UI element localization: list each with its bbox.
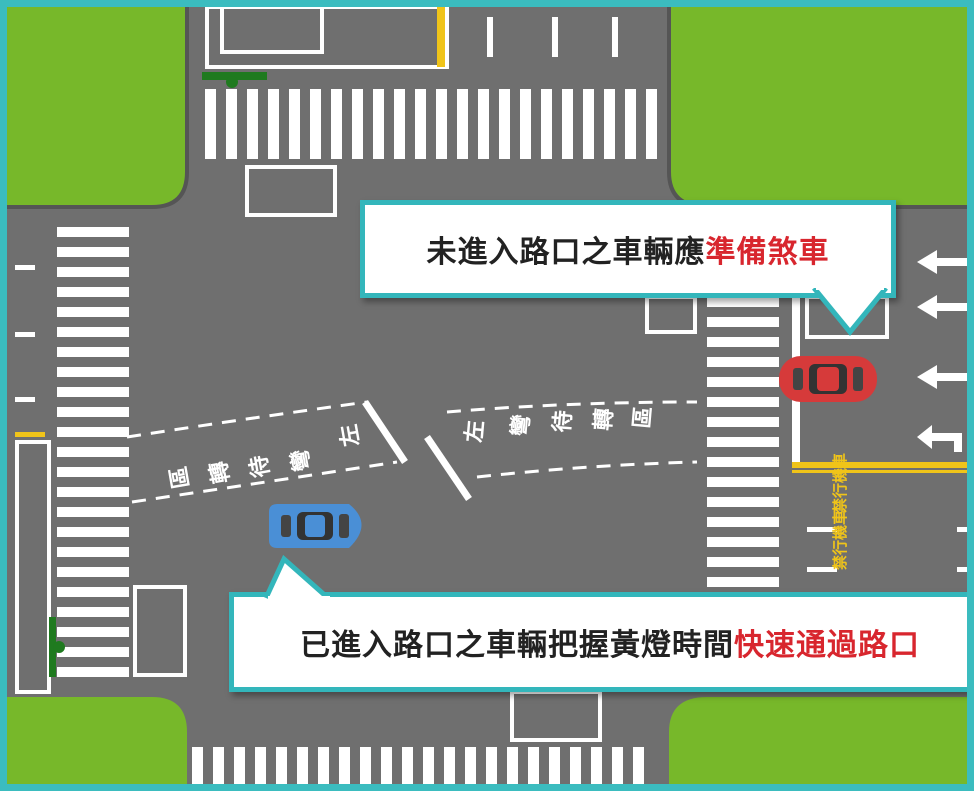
grass-top-left <box>7 7 187 207</box>
crosswalk-bottom <box>192 747 644 784</box>
wait-zone-left-char-1: 彎 <box>287 447 315 473</box>
wait-zone-left-char-4: 區 <box>166 464 194 490</box>
crosswalk-left <box>57 227 129 677</box>
callout-top-highlight: 準備煞車 <box>705 235 830 270</box>
grass-top-right <box>669 7 967 207</box>
lane-arrows <box>917 250 967 452</box>
callout-bottom-highlight: 快速通過路口 <box>734 628 920 663</box>
left-turn-wait-zone-left <box>126 400 408 504</box>
callout-bottom-tail <box>263 555 330 600</box>
callout-bottom-text: 已進入路口之車輛把握黃燈時間 <box>300 628 734 663</box>
wait-zone-right-char-1: 彎 <box>508 413 535 437</box>
left-turn-wait-zone-right <box>424 400 698 501</box>
callout-top-text: 未進入路口之車輛應 <box>426 235 706 270</box>
wait-zone-left-char-3: 轉 <box>205 459 234 485</box>
wait-zone-left-char-0: 左 <box>335 422 364 448</box>
grass-bottom-right <box>669 697 967 784</box>
wait-zone-right-char-4: 區 <box>630 405 657 429</box>
red-car <box>779 356 877 402</box>
crosswalk-right <box>707 297 779 587</box>
wait-zone-left-char-2: 待 <box>245 453 274 479</box>
grass-bottom-left <box>7 697 187 784</box>
callout-top-tail <box>812 288 888 336</box>
wait-zone-right-char-0: 左 <box>461 419 489 443</box>
callout-bottom: 已進入路口之車輛把握黃燈時間快速通過路口 <box>229 592 967 692</box>
callout-top: 未進入路口之車輛應準備煞車 <box>360 200 896 298</box>
wait-zone-right-char-3: 轉 <box>590 407 618 431</box>
blue-car <box>269 504 362 548</box>
wait-zone-right-char-2: 待 <box>549 409 577 433</box>
no-scooter-label-2: 禁行機車 <box>831 510 849 570</box>
crosswalk-top <box>205 89 657 159</box>
no-scooter-label-1: 禁行機車 <box>831 453 849 513</box>
